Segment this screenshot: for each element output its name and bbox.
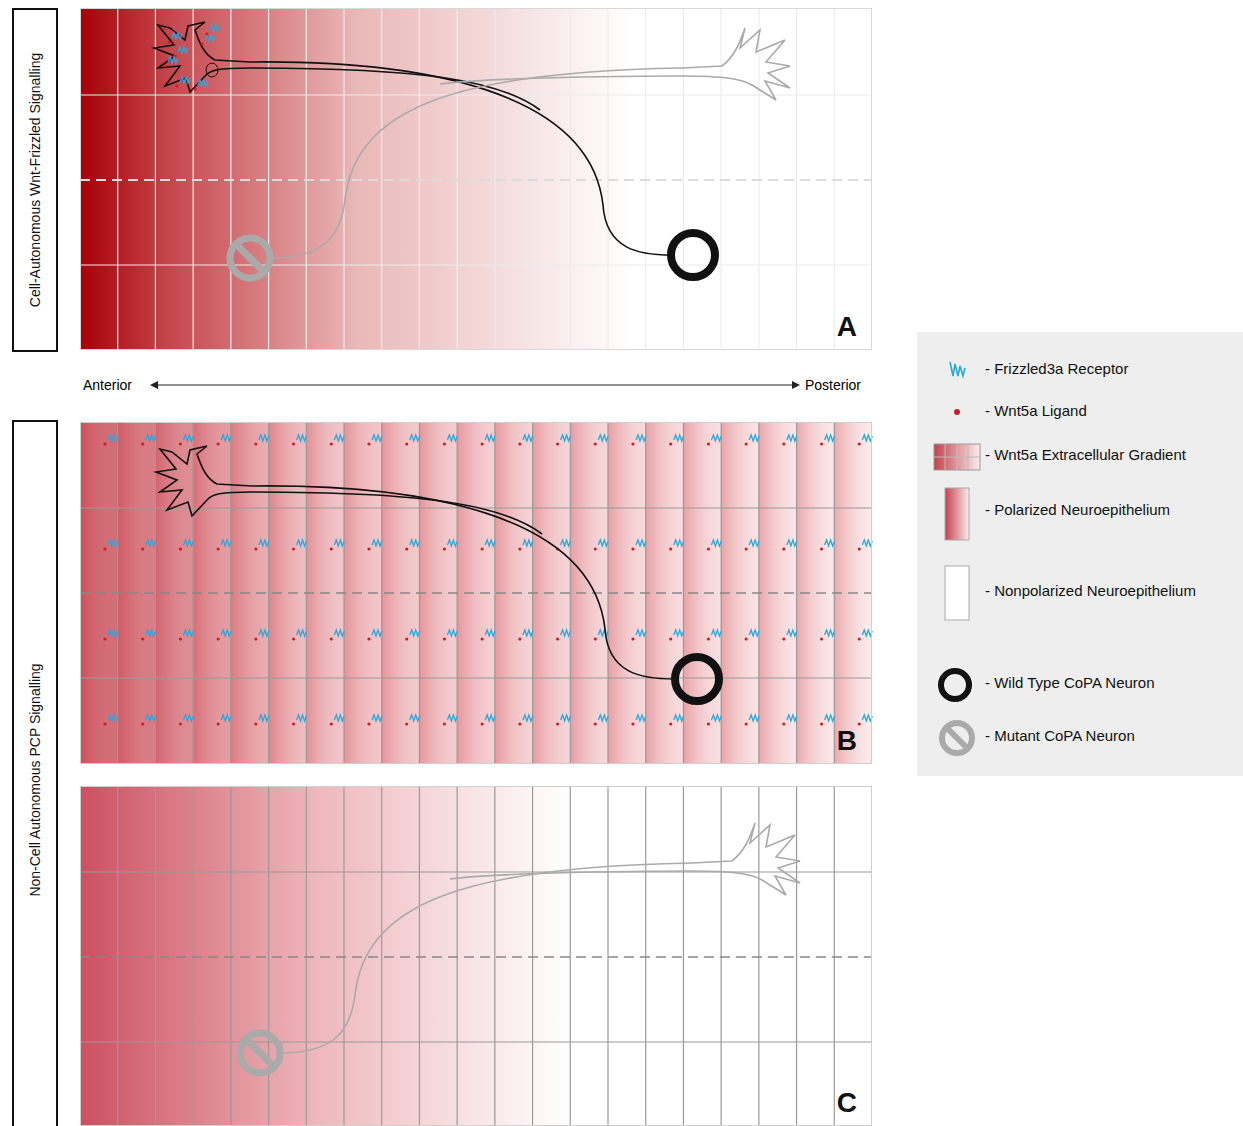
legend-swatch — [954, 409, 960, 415]
legend-text: - Mutant CoPA Neuron — [985, 727, 1135, 744]
section-title: Cell-Autonomous Wnt-Frizzled Signalling — [27, 53, 43, 307]
legend-text: - Wnt5a Ligand — [985, 402, 1087, 419]
legend-text: - Frizzled3a Receptor — [985, 360, 1128, 377]
panel: C — [80, 786, 872, 1126]
legend-text: - Nonpolarized Neuroepithelium — [985, 582, 1196, 599]
panel-letter: C — [837, 1087, 857, 1119]
axis-label: Posterior — [805, 377, 861, 393]
panel-letter: A — [837, 311, 857, 343]
legend-text: - Polarized Neuroepithelium — [985, 501, 1170, 518]
panel: B — [80, 422, 872, 764]
legend-text: - Wild Type CoPA Neuron — [985, 674, 1155, 691]
section-title: Non-Cell Autonomous PCP Signalling — [27, 663, 43, 896]
panel: A — [80, 8, 872, 350]
section-label-box: Cell-Autonomous Wnt-Frizzled Signalling — [12, 8, 58, 352]
axis-label: Anterior — [83, 377, 132, 393]
legend-text: - Wnt5a Extracellular Gradient — [985, 446, 1186, 463]
panel-letter: B — [837, 725, 857, 757]
section-label-box: Non-Cell Autonomous PCP Signalling — [12, 420, 58, 1126]
